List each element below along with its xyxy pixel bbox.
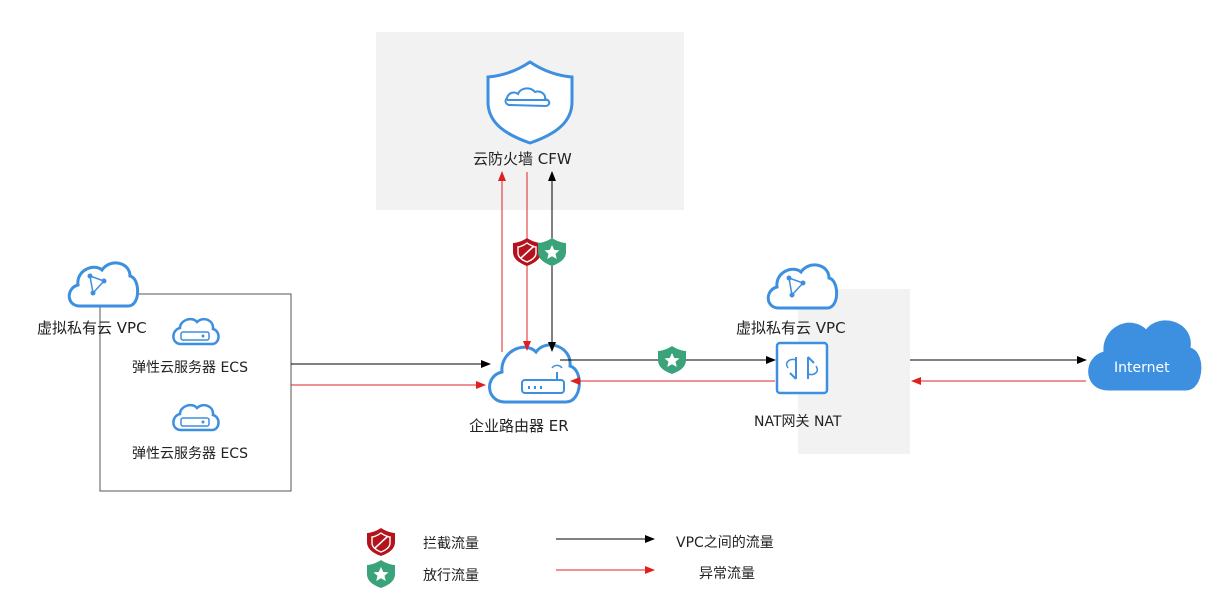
firewall-shield-icon (486, 60, 574, 145)
ecs-label-1: 弹性云服务器 ECS (132, 360, 248, 376)
legend-vpc-traffic-label: VPC之间的流量 (676, 535, 774, 551)
allowed-shield-icon (538, 238, 566, 266)
ecs-server-icon (172, 317, 220, 346)
cfw-label: 云防火墙 CFW (473, 150, 572, 168)
legend-allowed-shield-icon (367, 560, 395, 588)
enterprise-router-icon (488, 343, 581, 404)
legend-abnormal-label: 异常流量 (699, 566, 755, 582)
nat-gateway-icon (775, 341, 829, 395)
vpc-left-cloud-icon (67, 261, 140, 308)
ecs-label-2: 弹性云服务器 ECS (132, 446, 248, 462)
er-label: 企业路由器 ER (469, 417, 569, 435)
ecs-server-icon (172, 403, 220, 432)
vpc-right-cloud-icon (766, 263, 839, 310)
blocked-shield-icon (513, 238, 541, 266)
nat-label: NAT网关 NAT (754, 414, 842, 430)
internet-label: Internet (1114, 360, 1170, 376)
legend-allowed-label: 放行流量 (423, 568, 479, 584)
vpc-left-label: 虚拟私有云 VPC (37, 319, 147, 337)
legend-blocked-label: 拦截流量 (423, 536, 479, 552)
vpc-right-label: 虚拟私有云 VPC (736, 319, 846, 337)
allowed-shield-icon (658, 346, 686, 374)
legend-blocked-shield-icon (367, 528, 395, 556)
internet-cloud-icon (1088, 320, 1202, 391)
